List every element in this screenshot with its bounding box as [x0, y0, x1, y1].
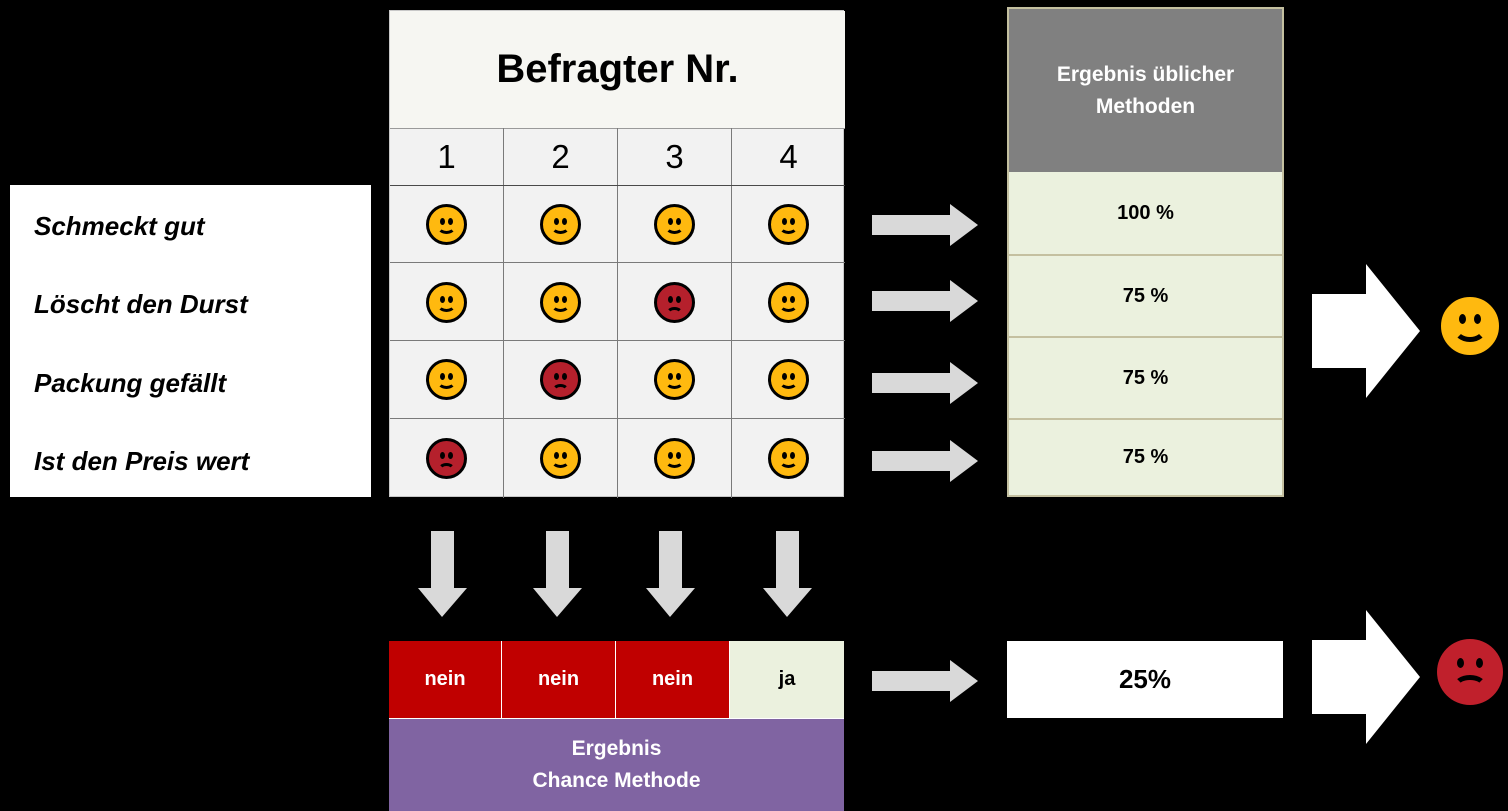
chance-label-line1: Ergebnis — [571, 737, 662, 760]
grid-divider — [617, 128, 618, 498]
chance-answer-cell: nein — [616, 641, 730, 718]
answer-cell — [390, 186, 503, 262]
big-right-arrow-icon — [1312, 610, 1420, 744]
answer-cell — [390, 341, 503, 418]
happy-smiley-icon — [768, 203, 809, 245]
right-arrow-icon — [872, 660, 978, 702]
verdict-sad-smiley-icon — [1437, 639, 1503, 705]
respondent-number: 4 — [779, 137, 798, 175]
result-divider — [1009, 418, 1282, 420]
chance-method-label: Ergebnis Chance Methode — [389, 718, 844, 811]
right-arrow-icon — [872, 280, 978, 322]
answer-cell — [618, 419, 731, 498]
answer-cell — [732, 186, 845, 262]
result-value: 100 % — [1117, 201, 1174, 224]
chance-answer-cell: ja — [730, 641, 844, 718]
happy-smiley-icon — [654, 359, 695, 400]
chance-label-line2: Chance Methode — [532, 769, 701, 792]
result-value: 75 % — [1122, 446, 1169, 468]
right-arrow-icon — [872, 362, 978, 404]
criterion-label: Packung gefällt — [34, 368, 227, 398]
happy-smiley-icon — [768, 359, 809, 400]
down-arrow-icon — [418, 531, 467, 617]
happy-smiley-icon — [426, 359, 467, 400]
down-arrow-icon — [533, 531, 582, 617]
usual-methods-results: Ergebnis üblicher Methoden 100 % 75 % 75… — [1007, 7, 1284, 497]
sad-smiley-icon — [654, 281, 695, 323]
criterion-label: Ist den Preis wert — [34, 446, 250, 476]
respondent-number: 2 — [551, 137, 570, 175]
answer-cell — [504, 419, 617, 498]
result-divider — [1009, 254, 1282, 256]
answer-cell — [390, 419, 503, 498]
down-arrow-icon — [646, 531, 695, 617]
down-arrow-icon — [763, 531, 812, 617]
happy-smiley-icon — [768, 281, 809, 323]
answer-cell — [504, 341, 617, 418]
right-arrow-icon — [872, 204, 978, 246]
chance-answer-cell: nein — [502, 641, 616, 718]
happy-smiley-icon — [654, 203, 695, 245]
answer-cell — [732, 341, 845, 418]
answer-cell — [390, 263, 503, 341]
grid-divider — [731, 128, 732, 498]
grid-divider — [390, 185, 845, 186]
respondent-number: 1 — [437, 137, 456, 175]
happy-smiley-icon — [654, 438, 695, 479]
answer-cell — [504, 186, 617, 262]
happy-smiley-icon — [540, 281, 581, 323]
grid-divider — [390, 262, 845, 263]
happy-smiley-icon — [540, 438, 581, 479]
happy-smiley-icon — [540, 203, 581, 245]
answer-cell — [732, 419, 845, 498]
verdict-happy-smiley-icon — [1437, 293, 1503, 359]
usual-methods-header: Ergebnis üblicher Methoden — [1009, 9, 1282, 172]
grid-divider — [390, 418, 845, 419]
answer-cell — [618, 341, 731, 418]
happy-smiley-icon — [426, 281, 467, 323]
result-value: 75 % — [1122, 366, 1169, 389]
big-right-arrow-icon — [1312, 264, 1420, 398]
criterion-label: Schmeckt gut — [34, 211, 205, 241]
respondent-number: 3 — [665, 137, 684, 175]
chance-result-value: 25% — [1007, 641, 1283, 718]
answer-cell — [732, 263, 845, 341]
chance-method-row: nein nein nein ja — [389, 641, 844, 718]
answer-cell — [618, 186, 731, 262]
result-divider — [1009, 336, 1282, 338]
sad-smiley-icon — [540, 359, 581, 400]
chance-answer-cell: nein — [389, 641, 502, 718]
result-value: 75 % — [1122, 284, 1169, 307]
sad-smiley-icon — [426, 438, 467, 479]
table-title: Befragter Nr. — [390, 11, 845, 129]
answer-cell — [504, 263, 617, 341]
respondent-table: Befragter Nr. 1 2 3 4 — [389, 10, 845, 498]
criterion-label: Löscht den Durst — [34, 289, 248, 319]
right-arrow-icon — [872, 440, 978, 482]
grid-divider — [390, 340, 845, 341]
grid-divider — [503, 128, 504, 498]
criteria-box: Schmeckt gut Löscht den Durst Packung ge… — [10, 185, 371, 497]
happy-smiley-icon — [768, 438, 809, 479]
answer-cell — [618, 263, 731, 341]
happy-smiley-icon — [426, 203, 467, 245]
